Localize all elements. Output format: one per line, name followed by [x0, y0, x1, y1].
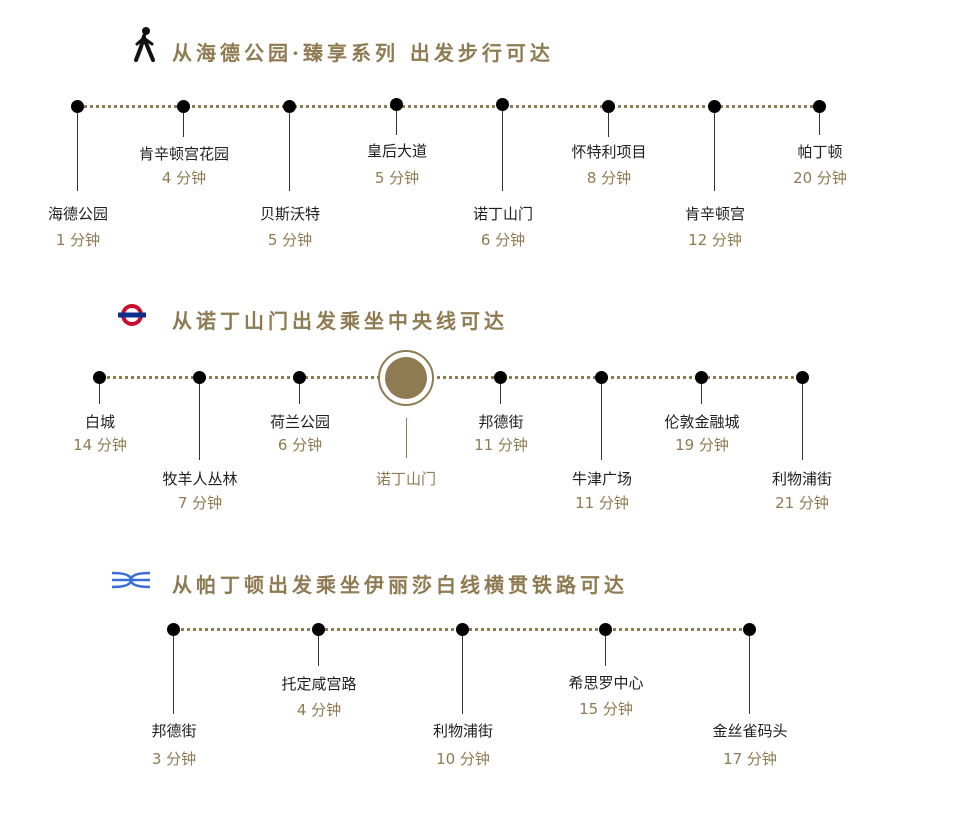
elizabeth-line-icon	[110, 568, 152, 596]
stop-stem	[183, 113, 184, 137]
stop-dot	[708, 100, 721, 113]
stop-name: 邦德街	[151, 722, 197, 740]
route-line	[78, 105, 819, 108]
stop-dot	[496, 98, 509, 111]
stop-dot	[390, 98, 403, 111]
stop-time: 14 分钟	[73, 436, 127, 454]
stop-stem	[605, 636, 606, 666]
stop-stem	[802, 384, 803, 460]
stop-name: 帕丁顿	[797, 143, 843, 161]
stop-stem	[77, 113, 78, 191]
stop-name: 贝斯沃特	[259, 205, 320, 223]
stop-name: 肯辛顿宫	[684, 205, 745, 223]
stop-stem	[396, 111, 397, 135]
stop-name: 肯辛顿宫花园	[138, 145, 229, 163]
stop-time: 4 分钟	[161, 169, 207, 187]
stop-dot	[71, 100, 84, 113]
section-title: 从帕丁顿出发乘坐伊丽莎白线横贯铁路可达	[172, 573, 628, 597]
stop-stem	[99, 384, 100, 404]
stop-time: 15 分钟	[579, 700, 633, 718]
stop-stem	[299, 384, 300, 404]
stop-name: 希思罗中心	[568, 674, 644, 692]
stop-dot	[743, 623, 756, 636]
stop-time: 6 分钟	[480, 231, 526, 249]
route-line	[100, 376, 802, 379]
stop-name: 伦敦金融城	[664, 413, 740, 431]
stop-dot	[312, 623, 325, 636]
stop-stem	[502, 111, 503, 191]
stop-name: 利物浦街	[771, 470, 832, 488]
stop-time: 3 分钟	[151, 750, 197, 768]
stop-stem	[462, 636, 463, 714]
stop-time: 21 分钟	[775, 494, 829, 512]
stop-stem	[601, 384, 602, 460]
stop-name: 白城	[84, 413, 115, 431]
stop-dot	[796, 371, 809, 384]
stop-time: 8 分钟	[586, 169, 632, 187]
hub-station-fill	[385, 357, 427, 399]
stop-name: 金丝雀码头	[712, 722, 788, 740]
stop-stem	[173, 636, 174, 714]
stop-dot	[283, 100, 296, 113]
stop-dot	[602, 100, 615, 113]
section-title: 从海德公园·臻享系列 出发步行可达	[172, 41, 554, 65]
stop-name: 怀特利项目	[571, 143, 647, 161]
stop-dot	[695, 371, 708, 384]
stop-time: 19 分钟	[675, 436, 729, 454]
stop-name: 牧羊人丛林	[162, 470, 238, 488]
stop-dot	[167, 623, 180, 636]
stop-dot	[456, 623, 469, 636]
stop-time: 11 分钟	[575, 494, 629, 512]
stop-dot	[293, 371, 306, 384]
london-underground-roundel-icon	[117, 303, 147, 331]
stop-dot	[494, 371, 507, 384]
stop-time: 1 分钟	[55, 231, 101, 249]
stop-name: 利物浦街	[432, 722, 493, 740]
stop-stem	[714, 113, 715, 191]
hub-station-name: 诺丁山门	[375, 470, 436, 488]
stop-stem	[199, 384, 200, 460]
stop-time: 5 分钟	[267, 231, 313, 249]
stop-dot	[595, 371, 608, 384]
stop-stem	[318, 636, 319, 666]
hub-station-marker	[378, 350, 434, 406]
stop-time: 17 分钟	[723, 750, 777, 768]
stop-name: 海德公园	[47, 205, 108, 223]
stop-name: 牛津广场	[571, 470, 632, 488]
stop-time: 4 分钟	[296, 701, 342, 719]
stop-stem	[289, 113, 290, 191]
stop-stem	[608, 113, 609, 137]
stop-name: 诺丁山门	[472, 205, 533, 223]
stop-name: 荷兰公园	[269, 413, 330, 431]
stop-name: 邦德街	[478, 413, 524, 431]
stop-stem	[819, 113, 820, 135]
section-title: 从诺丁山门出发乘坐中央线可达	[172, 309, 508, 333]
stop-time: 20 分钟	[793, 169, 847, 187]
stop-dot	[177, 100, 190, 113]
stop-stem	[406, 418, 407, 458]
stop-time: 11 分钟	[474, 436, 528, 454]
stop-name: 托定咸宫路	[281, 675, 357, 693]
stop-dot	[599, 623, 612, 636]
walking-person-icon	[132, 26, 158, 66]
stop-time: 12 分钟	[688, 231, 742, 249]
stop-time: 10 分钟	[436, 750, 490, 768]
stop-dot	[193, 371, 206, 384]
stop-stem	[701, 384, 702, 404]
stop-time: 5 分钟	[374, 169, 420, 187]
stop-stem	[500, 384, 501, 404]
stop-dot	[813, 100, 826, 113]
stop-name: 皇后大道	[366, 142, 427, 160]
stop-time: 7 分钟	[177, 494, 223, 512]
stop-time: 6 分钟	[277, 436, 323, 454]
stop-stem	[749, 636, 750, 714]
stop-dot	[93, 371, 106, 384]
